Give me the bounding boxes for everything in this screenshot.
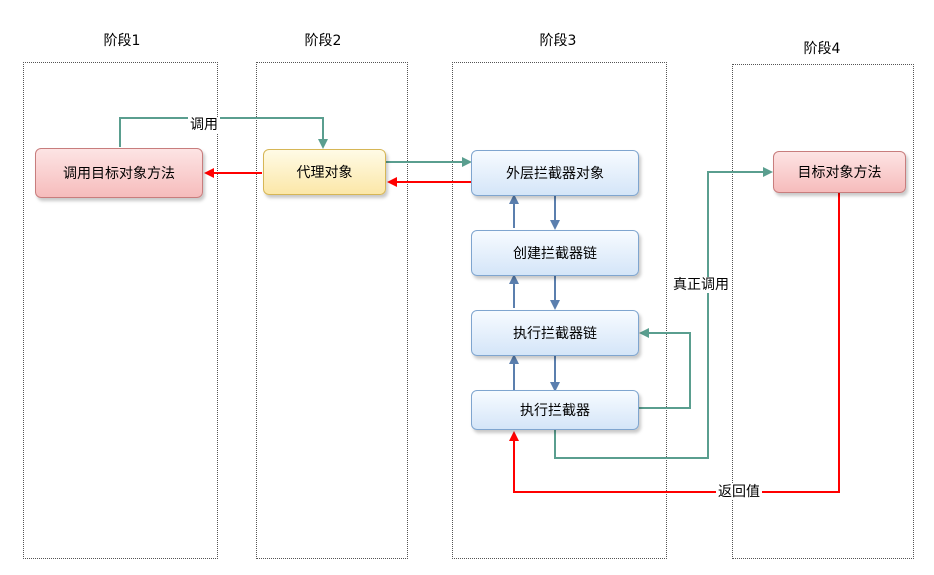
edge-invoke — [119, 117, 328, 149]
node-create-interceptor-chain: 创建拦截器链 — [471, 230, 639, 276]
node-execute-interceptor-chain: 执行拦截器链 — [471, 310, 639, 356]
stage-3-title: 阶段3 — [539, 33, 577, 49]
node-execute-interceptor: 执行拦截器 — [471, 390, 639, 430]
stage-4-title: 阶段4 — [803, 41, 841, 57]
edge-return-value — [509, 193, 840, 493]
edge-real-invoke — [554, 167, 773, 459]
stage-4-lane — [732, 64, 914, 559]
node-call-target-method: 调用目标对象方法 — [35, 148, 203, 198]
label-invoke: 调用 — [188, 117, 220, 133]
node-proxy-object: 代理对象 — [263, 149, 386, 195]
stage-1-lane — [23, 62, 218, 559]
label-real-invoke: 真正调用 — [671, 277, 731, 293]
stage-3-lane — [452, 62, 667, 559]
stage-2-lane — [256, 62, 408, 559]
label-return-value: 返回值 — [716, 484, 762, 500]
stage-1-title: 阶段1 — [103, 33, 141, 49]
node-target-method: 目标对象方法 — [773, 151, 906, 193]
edge-interceptor-loop — [638, 328, 691, 409]
stage-2-title: 阶段2 — [304, 33, 342, 49]
node-outer-interceptor-object: 外层拦截器对象 — [471, 150, 639, 196]
